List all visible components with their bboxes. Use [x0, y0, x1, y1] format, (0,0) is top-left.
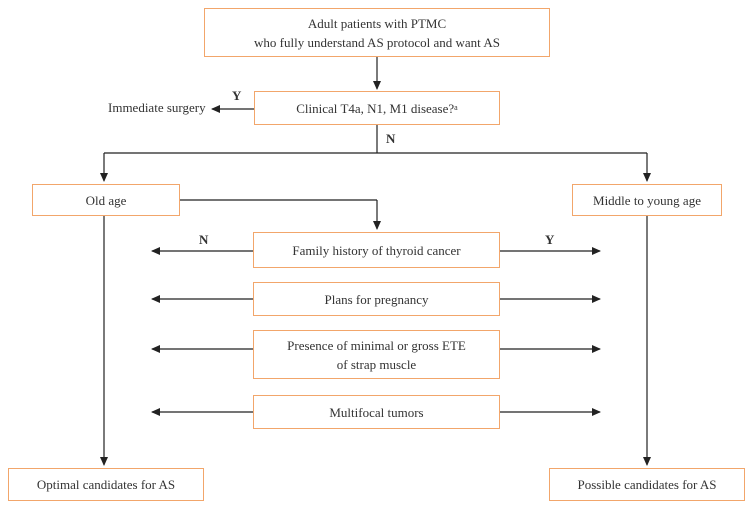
start-line-1: Adult patients with PTMC [307, 15, 447, 31]
pregnancy-box: Plans for pregnancy [253, 282, 500, 316]
family-history-box: Family history of thyroid cancer [253, 232, 500, 268]
question-footnote: a [454, 103, 458, 112]
immediate-surgery-text: Immediate surgery [108, 100, 206, 115]
possible-candidates-box: Possible candidates for AS [549, 468, 745, 501]
ete-box: Presence of minimal or gross ETE of stra… [253, 330, 500, 379]
pregnancy-text: Plans for pregnancy [324, 291, 429, 307]
question-text: Clinical T4a, N1, M1 disease? [296, 100, 455, 116]
no-label-question: N [386, 131, 396, 146]
old-age-box: Old age [32, 184, 180, 216]
multifocal-box: Multifocal tumors [253, 395, 500, 429]
yes-label-factors: Y [545, 232, 555, 247]
ete-line-1: Presence of minimal or gross ETE [287, 337, 466, 353]
question-box: Clinical T4a, N1, M1 disease?a [254, 91, 500, 125]
family-history-text: Family history of thyroid cancer [292, 242, 461, 258]
ete-line-2: of strap muscle [336, 356, 417, 372]
optimal-candidates-text: Optimal candidates for AS [36, 477, 176, 492]
young-age-box: Middle to young age [572, 184, 722, 216]
no-label-factors: N [199, 232, 209, 247]
possible-candidates-text: Possible candidates for AS [577, 477, 717, 492]
optimal-candidates-box: Optimal candidates for AS [8, 468, 204, 501]
start-line-2: who fully understand AS protocol and wan… [254, 34, 500, 50]
yes-label-question: Y [232, 88, 242, 103]
start-box: Adult patients with PTMC who fully under… [204, 8, 550, 57]
multifocal-text: Multifocal tumors [329, 404, 424, 420]
old-age-text: Old age [85, 192, 127, 208]
young-age-text: Middle to young age [593, 192, 701, 208]
